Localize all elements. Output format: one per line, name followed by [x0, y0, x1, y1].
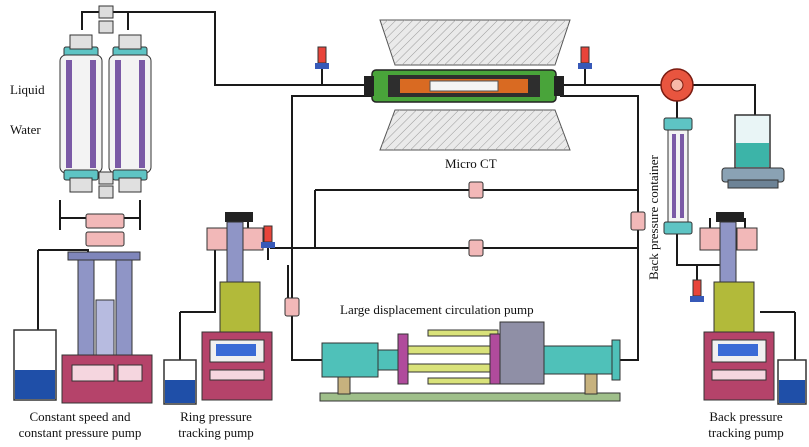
line-valve-upper-icon: [468, 181, 484, 199]
back-pressure-valve-icon: [660, 68, 694, 102]
line-valve-left-icon: [284, 297, 300, 317]
back-pressure-pump: [699, 212, 775, 401]
bottom-valve-icon: [98, 171, 114, 199]
water-label: Water: [10, 122, 41, 137]
back-pressure-container: [663, 117, 693, 235]
back-pump-label-line2: tracking pump: [708, 425, 784, 440]
ring-pressure-pump: [201, 212, 273, 401]
micro-ct-label: Micro CT: [445, 156, 497, 171]
ring-pump-label-line1: Ring pressure: [180, 409, 252, 424]
liquid-label: Liquid: [10, 82, 45, 97]
ct-top-shield: [379, 19, 571, 66]
back-pump-label-line1: Back pressure: [709, 409, 783, 424]
core-holder: [364, 69, 564, 103]
ring-pump-label-line2: tracking pump: [178, 425, 254, 440]
beaker-ring: [163, 359, 197, 405]
vessel-right: [108, 34, 152, 193]
top-valve-icon: [98, 5, 114, 34]
ring-pump-label: Ring pressure tracking pump: [160, 409, 272, 441]
constant-speed-pump: [61, 213, 153, 404]
back-pump-label: Back pressure tracking pump: [690, 409, 802, 441]
collector-beaker: [721, 114, 785, 189]
beaker-left: [13, 329, 57, 401]
back-pressure-container-label: Back pressure container: [646, 155, 661, 280]
ct-bottom-shield: [379, 109, 571, 151]
regulator-right-icon: [578, 46, 592, 69]
regulator-left-icon: [315, 46, 329, 69]
vessel-left: [59, 34, 103, 193]
line-valve-right-icon: [630, 211, 646, 231]
circulation-pump: [319, 321, 621, 402]
constant-pump-label-line1: Constant speed and: [29, 409, 131, 424]
circulation-pump-label: Large displacement circulation pump: [340, 302, 534, 317]
constant-pump-label-line2: constant pressure pump: [18, 425, 142, 440]
liquid-water-vessels: [59, 5, 152, 199]
micro-ct: [364, 19, 571, 151]
beaker-back: [777, 359, 807, 405]
regulator-back-icon: [690, 279, 704, 302]
constant-pump-label: Constant speed and constant pressure pum…: [0, 409, 160, 441]
line-valve-lower-icon: [468, 239, 484, 257]
regulator-ring-icon: [261, 225, 275, 248]
